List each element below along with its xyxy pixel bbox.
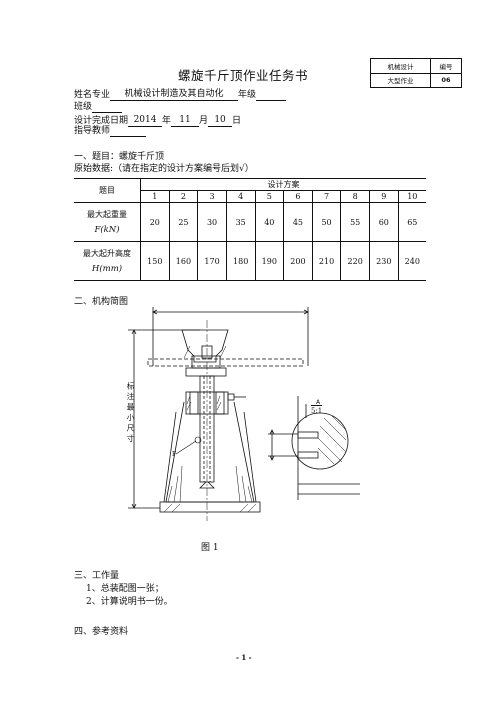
year-field: 2014 <box>128 115 163 127</box>
table-header-plans: 设计方案 <box>140 178 426 191</box>
row-label-load: 最大起重量 F(kN) <box>74 202 141 242</box>
teacher-line: 指导教师 <box>74 126 147 137</box>
minimum-size-note: 标注最小尺寸 <box>126 382 135 445</box>
table-cell[interactable]: 190 <box>255 241 285 281</box>
plan-number: 1 <box>140 190 170 203</box>
force-label: F <box>172 451 177 458</box>
teacher-field <box>110 126 147 137</box>
table-cell[interactable]: 220 <box>340 241 370 281</box>
course-cell: 机械设计 <box>370 58 431 74</box>
screw-jack-drawing <box>128 307 360 521</box>
plan-number: 10 <box>398 190 426 203</box>
plan-number: 8 <box>340 190 370 203</box>
table-cell[interactable]: 50 <box>312 202 342 242</box>
table-row: 最大起升高度 H(mm) 150 160 170 180 190 200 210… <box>74 241 426 281</box>
work-item-2: 2、计算说明书一份。 <box>86 597 173 607</box>
section-2-heading: 二、机构简图 <box>74 297 129 307</box>
table-cell[interactable]: 25 <box>169 202 199 242</box>
table-cell[interactable]: 150 <box>140 241 170 281</box>
page-number: - 1 - <box>236 653 252 662</box>
work-item-1: 1、总装配图一张； <box>86 584 164 594</box>
table-header-topic: 题目 <box>74 178 141 203</box>
number-label-cell: 编号 <box>429 58 463 74</box>
design-parameter-table: 题目 设计方案 1 2 3 4 5 6 7 8 9 10 最大起重量 F(kN)… <box>74 178 426 281</box>
class-line: 班级 <box>74 102 123 113</box>
class-field <box>92 102 123 113</box>
table-cell[interactable]: 20 <box>140 202 170 242</box>
table-cell[interactable]: 230 <box>369 241 399 281</box>
plan-number: 6 <box>283 190 313 203</box>
table-row: 最大起重量 F(kN) 20 25 30 35 40 45 50 55 60 6… <box>74 202 426 242</box>
figure-caption: 图 1 <box>201 543 219 553</box>
table-cell[interactable]: 45 <box>283 202 313 242</box>
table-cell[interactable]: 40 <box>255 202 285 242</box>
name-major-line: 姓名专业机械设计制造及其自动化年级 <box>74 89 287 101</box>
plan-number: 3 <box>197 190 227 203</box>
detail-label-a: A <box>316 399 321 406</box>
table-cell[interactable]: 55 <box>340 202 370 242</box>
table-cell[interactable]: 65 <box>398 202 426 242</box>
document-id-box: 机械设计 编号 大型作业 06 <box>370 58 463 88</box>
major-field: 机械设计制造及其自动化 <box>110 89 239 101</box>
table-cell[interactable]: 160 <box>169 241 199 281</box>
plan-number: 5 <box>255 190 285 203</box>
month-field: 11 <box>171 115 200 127</box>
table-cell[interactable]: 30 <box>197 202 227 242</box>
table-cell[interactable]: 60 <box>369 202 399 242</box>
section-1-heading: 一、题目：螺旋千斤顶 <box>74 152 165 162</box>
table-cell[interactable]: 180 <box>226 241 256 281</box>
section-3-heading: 三、工作量 <box>74 571 120 581</box>
table-cell[interactable]: 210 <box>312 241 342 281</box>
plan-number: 7 <box>312 190 342 203</box>
plan-number: 4 <box>226 190 256 203</box>
table-cell[interactable]: 200 <box>283 241 313 281</box>
assignment-type-cell: 大型作业 <box>370 72 431 88</box>
section-1-subheading: 原始数据:（请在指定的设计方案编号后划√） <box>74 164 254 174</box>
table-cell[interactable]: 240 <box>398 241 426 281</box>
number-value-cell: 06 <box>429 72 463 88</box>
day-field: 10 <box>208 115 233 127</box>
table-cell[interactable]: 35 <box>226 202 256 242</box>
detail-scale-label: 5:1 <box>311 405 323 415</box>
row-label-height: 最大起升高度 H(mm) <box>74 241 141 281</box>
plan-number-row: 1 2 3 4 5 6 7 8 9 10 <box>74 190 426 203</box>
plan-number: 9 <box>369 190 399 203</box>
section-4-heading: 四、参考资料 <box>74 627 129 637</box>
page-title: 螺旋千斤顶作业任务书 <box>178 68 309 83</box>
plan-number: 2 <box>169 190 199 203</box>
table-cell[interactable]: 170 <box>197 241 227 281</box>
grade-field <box>256 90 287 101</box>
